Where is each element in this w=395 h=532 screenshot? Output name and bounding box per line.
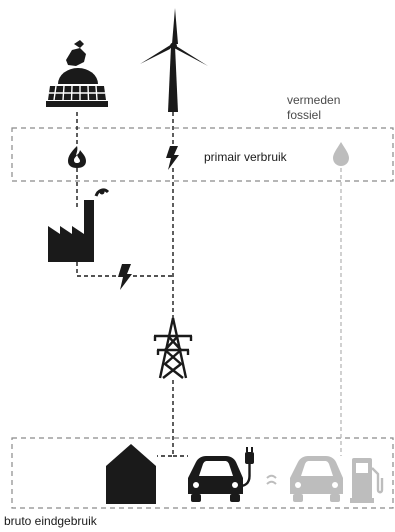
- fossil-drop-icon: [333, 142, 349, 166]
- final-consumption-box: [11, 437, 394, 509]
- electric-car-icon: [188, 456, 243, 502]
- fuel-pump-icon: [350, 458, 384, 503]
- biomass-icon: [66, 40, 86, 66]
- avoided-fossil-label-line2: fossiel: [287, 108, 322, 122]
- flow-line-grid-home: [157, 380, 174, 457]
- charging-plug-icon: [239, 447, 254, 488]
- exchange-arrows-icon: [266, 474, 277, 485]
- transmission-tower-icon: [153, 317, 193, 379]
- lightning-icon: [166, 146, 179, 170]
- primary-consumption-label: primair verbruik: [204, 150, 287, 164]
- flow-lines: [76, 112, 342, 457]
- factory-icon: [48, 188, 110, 262]
- fossil-car-icon: [290, 456, 343, 502]
- house-icon: [106, 444, 156, 504]
- flame-icon: [68, 146, 86, 168]
- avoided-fossil-label-line1: vermeden: [287, 93, 341, 107]
- flow-line-factory-grid: [76, 262, 173, 277]
- wind-turbine-icon: [140, 8, 208, 112]
- gross-final-consumption-label: bruto eindgebruik: [4, 514, 97, 528]
- solar-panel-icon: [46, 68, 108, 107]
- primary-consumption-box: [11, 127, 394, 182]
- lightning-icon: [118, 264, 132, 290]
